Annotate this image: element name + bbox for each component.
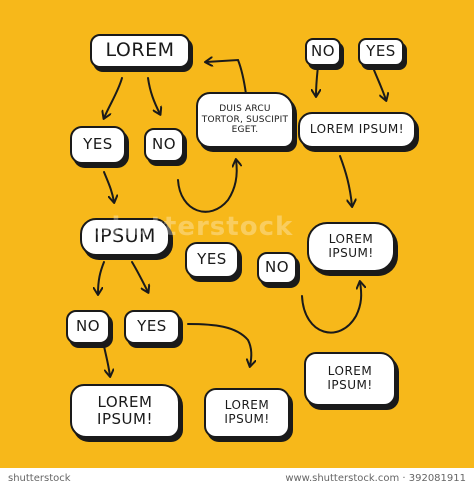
- lorem-ipsum-mid-line-1: LOREM: [328, 232, 374, 247]
- yes-top-box: YES: [358, 38, 404, 66]
- no-center-box: NO: [257, 252, 297, 284]
- no-top-box: NO: [305, 38, 341, 66]
- lorem-ipsum-bc-line-2: IPSUM!: [224, 412, 270, 426]
- arrow-yes-to-ipsum: [103, 171, 114, 202]
- arrow-yes-bottom-to-box: [187, 323, 251, 366]
- arrow-yes-top-down: [373, 69, 386, 100]
- yes-left-box: YES: [70, 126, 126, 164]
- lorem-ipsum-right-label: LOREM IPSUM!: [309, 122, 405, 137]
- yes-bottom-box: YES: [124, 310, 180, 344]
- yes-top-label: YES: [366, 42, 396, 61]
- no-left-label: NO: [151, 135, 177, 154]
- ipsum-box: IPSUM: [80, 218, 170, 256]
- yes-center-label: YES: [197, 250, 227, 269]
- yes-left-label: YES: [83, 135, 113, 154]
- lorem-top-label: LOREM: [105, 39, 175, 62]
- yes-bottom-label: YES: [137, 317, 167, 336]
- lorem-ipsum-bottom-center-box: LOREM IPSUM!: [204, 388, 290, 438]
- callout-line-3: EGET.: [231, 125, 259, 136]
- arrow-curve-up-to-callout: [177, 160, 237, 213]
- lorem-ipsum-bl-line-1: LOREM: [97, 392, 153, 411]
- arrow-no-top-down: [316, 65, 318, 96]
- arrow-ipsum-to-yes: [131, 261, 148, 292]
- arrow-callout-to-lorem: [206, 60, 247, 95]
- footer-brand: shutterstock: [8, 473, 71, 484]
- footer-image-id: www.shutterstock.com · 392081911: [285, 473, 466, 484]
- no-bottom-box: NO: [66, 310, 110, 344]
- callout-box: DUIS ARCU TORTOR, SUSCIPIT EGET.: [196, 92, 294, 148]
- lorem-ipsum-bl-line-2: IPSUM!: [97, 410, 153, 428]
- lorem-ipsum-mid-line-2: IPSUM!: [328, 246, 374, 260]
- lorem-ipsum-br-line-1: LOREM: [327, 364, 373, 379]
- lorem-ipsum-mid-box: LOREM IPSUM!: [307, 222, 395, 272]
- arrow-ipsum-to-no: [98, 261, 105, 294]
- no-top-label: NO: [310, 42, 336, 61]
- connector-arrows: [0, 0, 474, 468]
- arrow-lorem-to-no: [147, 77, 160, 114]
- arrow-curve-up-to-mid: [301, 282, 361, 334]
- lorem-ipsum-bc-line-1: LOREM: [224, 398, 270, 413]
- lorem-ipsum-bottom-left-box: LOREM IPSUM!: [70, 384, 180, 438]
- arrow-lorem-to-yes: [104, 77, 123, 118]
- lorem-top-box: LOREM: [90, 34, 190, 68]
- yes-center-box: YES: [185, 242, 239, 278]
- callout-line-2: TORTOR, SUSCIPIT: [201, 114, 289, 125]
- no-bottom-label: NO: [75, 317, 101, 336]
- flowchart-board: LOREM NO YES DUIS ARCU TORTOR, SUSCIPIT …: [0, 0, 474, 468]
- lorem-ipsum-bottom-right-box: LOREM IPSUM!: [304, 352, 396, 406]
- no-left-box: NO: [144, 128, 184, 162]
- arrow-lorem-ipsum-down: [339, 155, 352, 206]
- lorem-ipsum-br-line-2: IPSUM!: [327, 378, 373, 392]
- arrow-no-bottom-down: [103, 345, 110, 376]
- footer-bar: shutterstock www.shutterstock.com · 3920…: [0, 468, 474, 489]
- ipsum-label: IPSUM: [94, 225, 156, 248]
- callout-line-1: DUIS ARCU: [219, 104, 271, 115]
- no-center-label: NO: [264, 258, 290, 277]
- lorem-ipsum-right-box: LOREM IPSUM!: [298, 112, 416, 148]
